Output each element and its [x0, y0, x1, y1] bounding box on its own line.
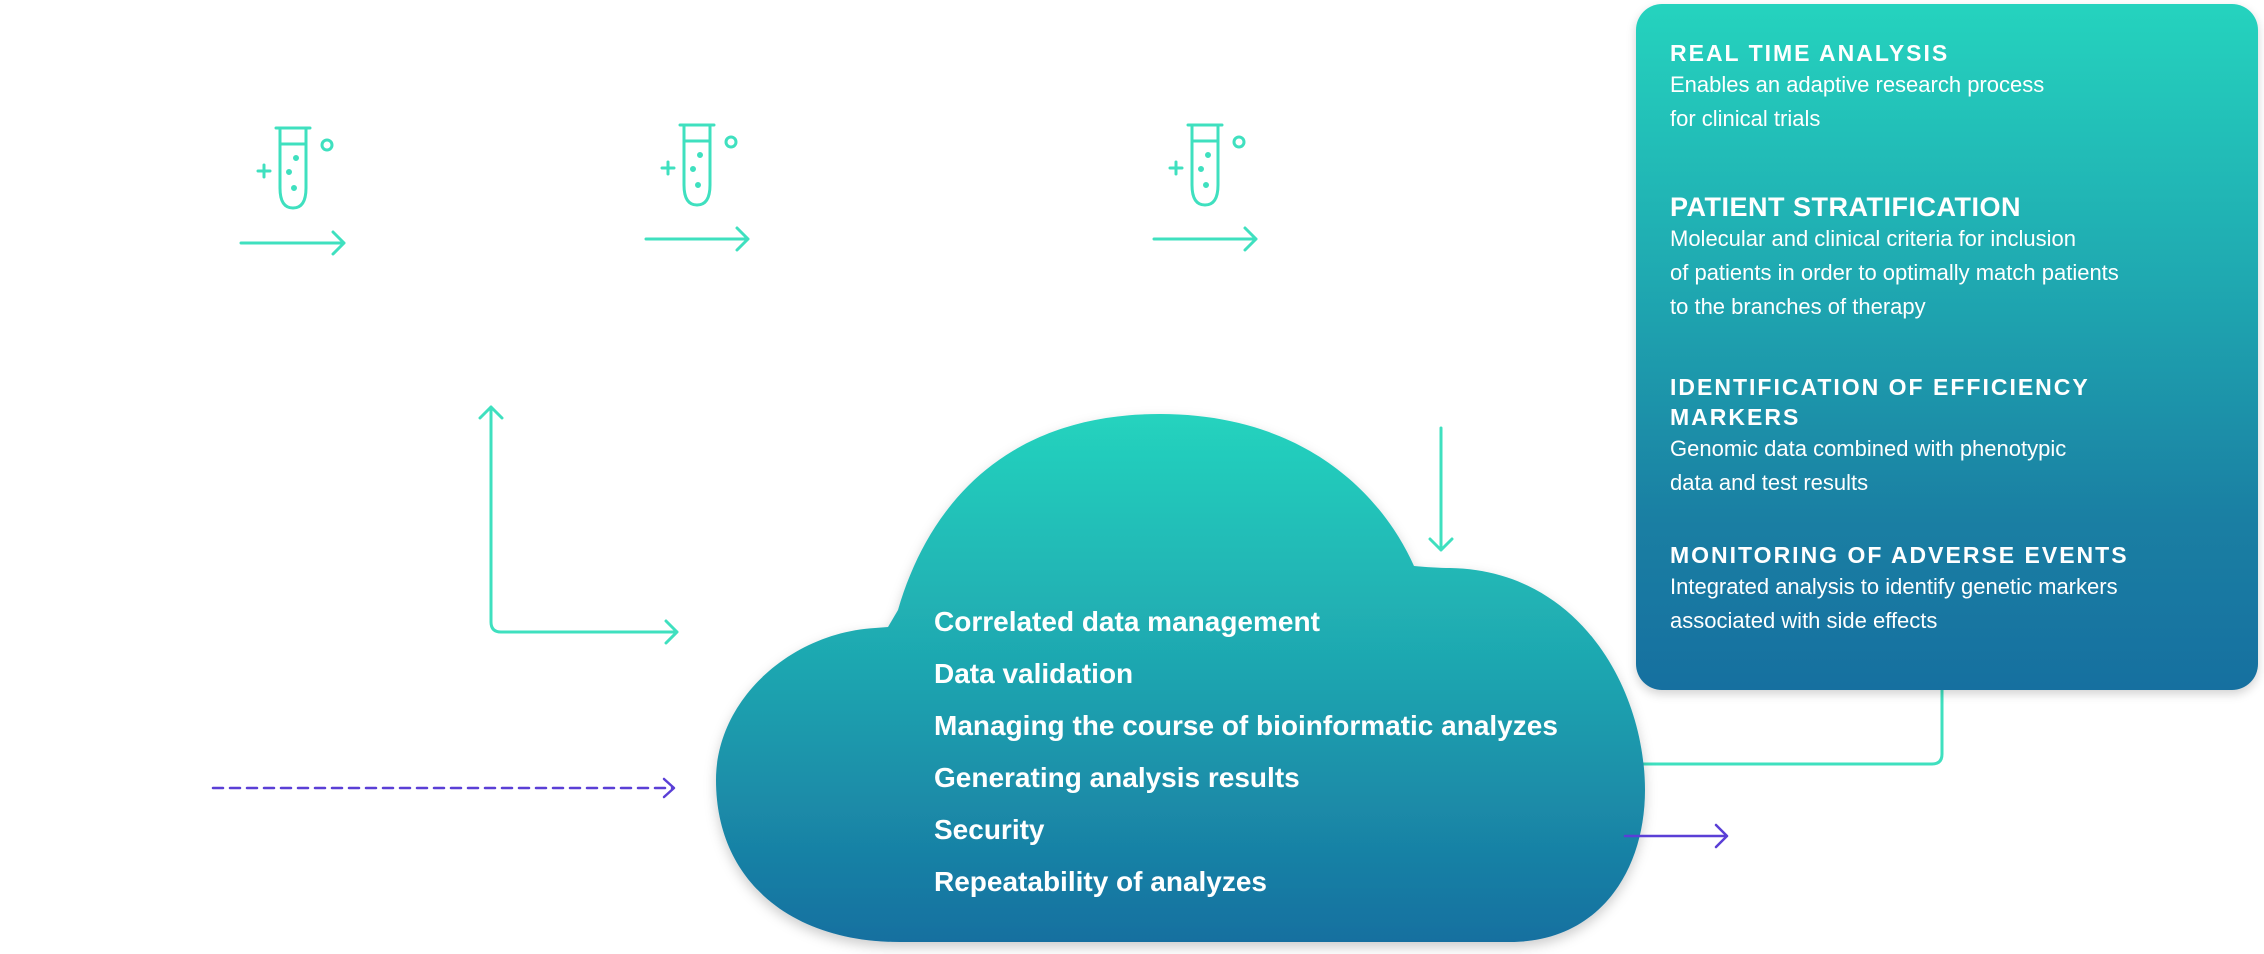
section-title: MONITORING OF ADVERSE EVENTS [1670, 542, 2129, 568]
test-tube-icon [256, 126, 334, 210]
benefits-panel: REAL TIME ANALYSIS Enables an adaptive r… [1636, 4, 2258, 690]
cloud-to-panel-connector [1640, 690, 1944, 766]
section-efficiency-markers: IDENTIFICATION OF EFFICIENCY MARKERS Gen… [1670, 372, 2230, 500]
list-item: Correlated data management [934, 606, 1320, 637]
output-arrow [1623, 823, 1729, 849]
section-text: Enables an adaptive research process for… [1670, 72, 2045, 131]
section-title: IDENTIFICATION OF EFFICIENCY MARKERS [1670, 374, 2090, 430]
test-tube-icon [1168, 123, 1246, 207]
arrow-right-icon [1152, 226, 1258, 252]
list-item: Data validation [934, 658, 1134, 689]
section-title: PATIENT STRATIFICATION [1670, 192, 2021, 222]
test-tube-icon [660, 123, 738, 207]
section-adverse-events: MONITORING OF ADVERSE EVENTS Integrated … [1670, 540, 2230, 638]
arrow-right-icon [644, 226, 750, 252]
section-text: Genomic data combined with phenotypic da… [1670, 436, 2067, 495]
l-shaped-arrow [478, 405, 679, 645]
cloud-capabilities-list: Correlated data management Data validati… [934, 596, 1654, 908]
arrow-down-icon [1428, 426, 1454, 552]
list-item: Managing the course of bioinformatic ana… [934, 710, 1558, 741]
arrow-right-icon [239, 230, 346, 256]
list-item: Security [934, 814, 1045, 845]
section-title: REAL TIME ANALYSIS [1670, 40, 1950, 66]
list-item: Repeatability of analyzes [934, 866, 1268, 897]
section-text: Molecular and clinical criteria for incl… [1670, 226, 2119, 319]
list-item: Generating analysis results [934, 762, 1300, 793]
cloud-shape [716, 414, 1645, 942]
arrow-head-icon [662, 777, 676, 799]
section-real-time-analysis: REAL TIME ANALYSIS Enables an adaptive r… [1670, 38, 2230, 136]
section-patient-stratification: PATIENT STRATIFICATION Molecular and cli… [1670, 192, 2230, 324]
section-text: Integrated analysis to identify genetic … [1670, 574, 2118, 633]
